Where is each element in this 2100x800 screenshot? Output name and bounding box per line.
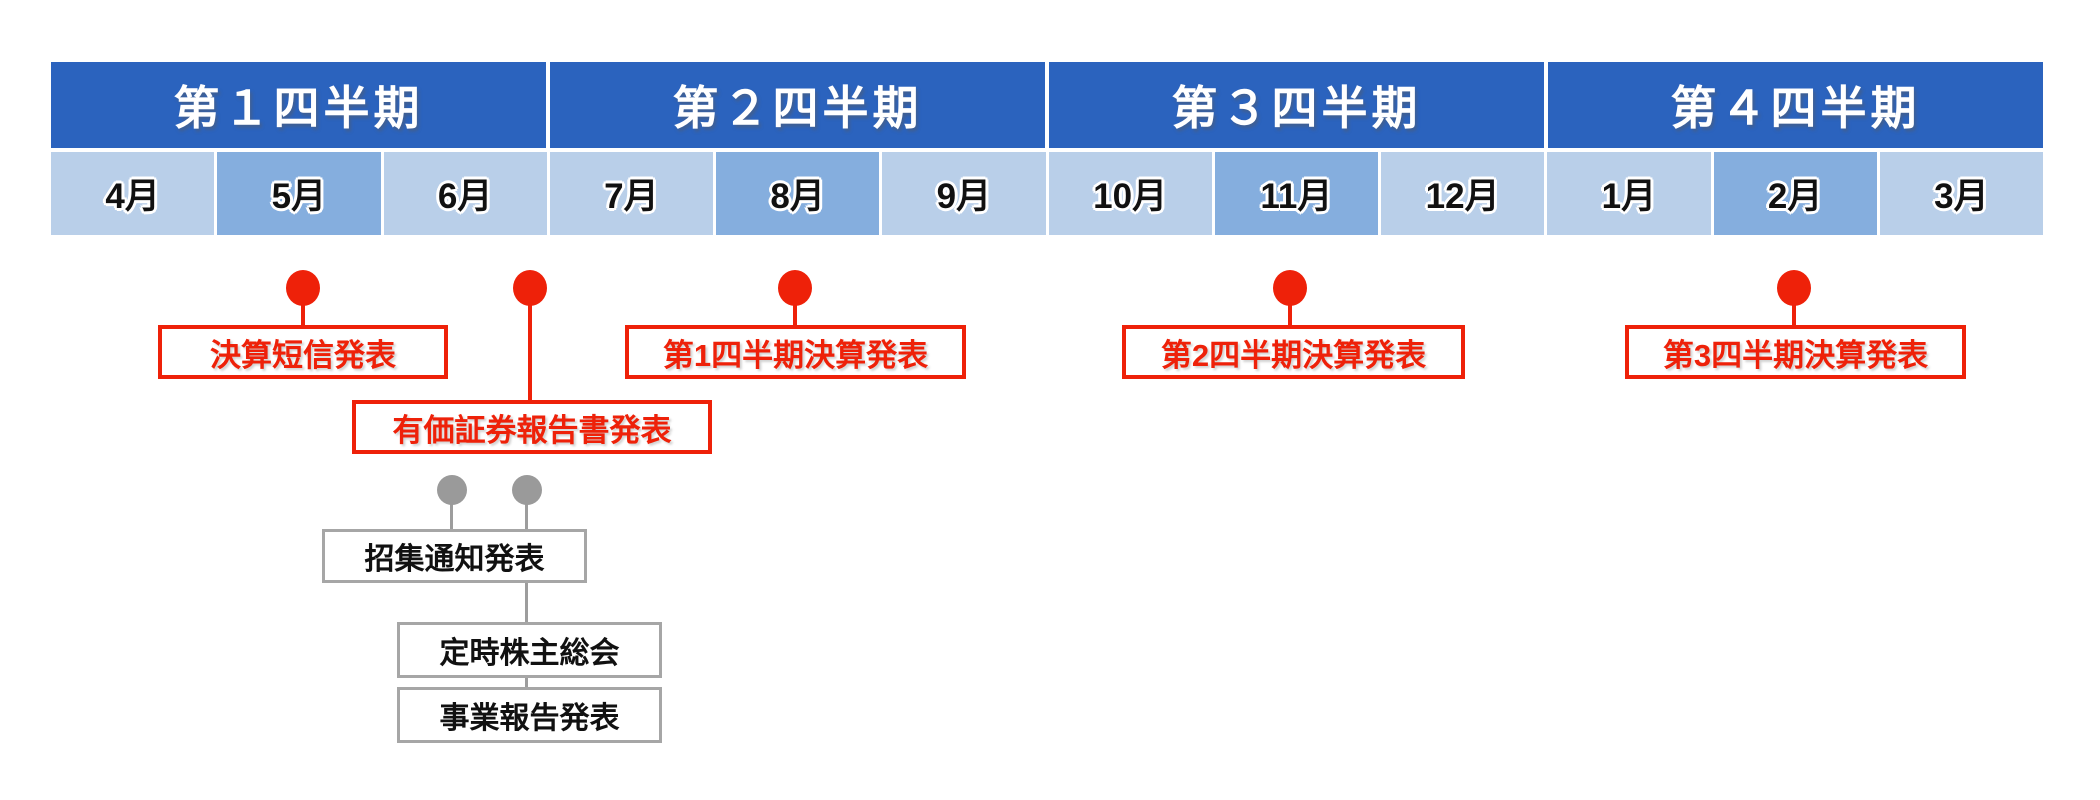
quarter-header-row: 第１四半期 第２四半期 第３四半期 第４四半期 <box>51 62 2043 148</box>
month-cell-jun: 6月 <box>383 152 547 235</box>
event-connector-line <box>1288 295 1292 327</box>
event-label-yuka-shoken: 有価証券報告書発表 <box>352 400 712 454</box>
event-connector-line <box>450 498 453 532</box>
month-cell-sep: 9月 <box>882 152 1046 235</box>
month-cell-oct: 10月 <box>1048 152 1212 235</box>
event-label-jigyo-hokoku: 事業報告発表 <box>397 687 662 743</box>
event-label-q3-kessan: 第3四半期決算発表 <box>1625 325 1966 379</box>
month-cell-dec: 12月 <box>1381 152 1545 235</box>
event-connector-line <box>301 295 305 327</box>
month-cell-may: 5月 <box>217 152 381 235</box>
event-marker-dot <box>778 270 812 306</box>
quarter-header-q1: 第１四半期 <box>51 62 546 148</box>
month-cell-aug: 8月 <box>716 152 880 235</box>
month-cell-apr: 4月 <box>51 152 215 235</box>
month-cell-nov: 11月 <box>1214 152 1378 235</box>
event-label-teiji-sokai: 定時株主総会 <box>397 622 662 678</box>
month-cell-feb: 2月 <box>1713 152 1877 235</box>
event-label-q2-kessan: 第2四半期決算発表 <box>1122 325 1465 379</box>
quarter-header-q3: 第３四半期 <box>1049 62 1544 148</box>
event-marker-dot <box>512 475 542 505</box>
month-cell-jan: 1月 <box>1547 152 1711 235</box>
event-connector-line <box>1792 295 1796 327</box>
event-label-shoshu-tsuchi: 招集通知発表 <box>322 529 587 583</box>
event-connector-line <box>528 295 532 402</box>
event-marker-dot <box>513 270 547 306</box>
quarter-header-q4: 第４四半期 <box>1548 62 2043 148</box>
month-cell-jul: 7月 <box>549 152 713 235</box>
event-label-q1-kessan: 第1四半期決算発表 <box>625 325 966 379</box>
month-cell-mar: 3月 <box>1879 152 2043 235</box>
month-row: 4月 5月 6月 7月 8月 9月 10月 11月 12月 1月 2月 3月 <box>51 152 2043 235</box>
event-connector-line <box>793 295 797 327</box>
event-marker-dot <box>1273 270 1307 306</box>
quarter-header-q2: 第２四半期 <box>550 62 1045 148</box>
event-marker-dot <box>1777 270 1811 306</box>
event-marker-dot <box>286 270 320 306</box>
event-label-kessan-tanshin: 決算短信発表 <box>158 325 448 379</box>
event-connector-line <box>525 675 528 689</box>
event-marker-dot <box>437 475 467 505</box>
